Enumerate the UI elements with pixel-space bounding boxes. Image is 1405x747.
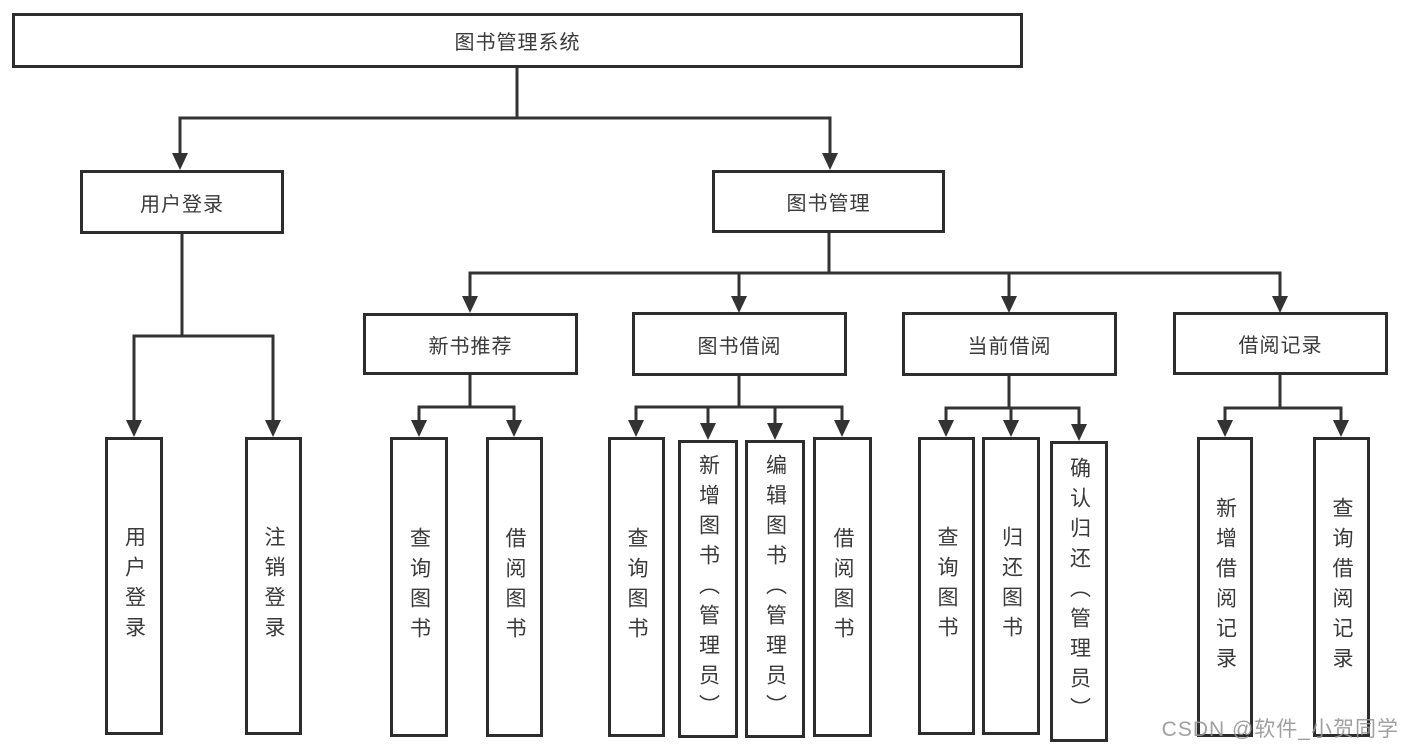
node-leaf-query-borrow-record: 查询借阅记录 <box>1313 437 1370 737</box>
connector-book-borrow-children <box>628 376 850 440</box>
node-label: 新增图书（管理员） <box>696 454 720 724</box>
node-label: 图书管理系统 <box>454 32 581 54</box>
node-label: 当前借阅 <box>967 335 1052 358</box>
connector-root-to-level2 <box>172 68 838 170</box>
node-label: 查询借阅记录 <box>1330 497 1353 677</box>
connector-new-book-rec-children <box>411 375 522 437</box>
node-label: 借阅图书 <box>503 527 526 647</box>
node-label: 用户登录 <box>140 193 224 216</box>
node-label: 图书借阅 <box>697 335 782 358</box>
node-user-login-group: 用户登录 <box>80 170 284 234</box>
node-leaf-logout: 注销登录 <box>245 437 302 735</box>
connector-book-mgmt-to-level3 <box>462 232 1288 313</box>
node-label: 新增借阅记录 <box>1213 497 1237 677</box>
node-label: 图书管理 <box>786 193 871 215</box>
node-leaf-add-books-admin: 新增图书（管理员） <box>678 440 738 738</box>
node-leaf-borrow-books-rec: 借阅图书 <box>486 437 543 737</box>
connector-current-borrow-children <box>938 376 1087 441</box>
node-label: 归还图书 <box>999 526 1023 646</box>
node-label: 查询图书 <box>625 527 648 647</box>
connector-user-login-children <box>126 233 281 437</box>
node-leaf-add-borrow-record: 新增借阅记录 <box>1197 437 1253 737</box>
node-leaf-user-login: 用户登录 <box>105 437 163 735</box>
node-label: 编辑图书（管理员） <box>763 454 787 724</box>
node-leaf-edit-books-admin: 编辑图书（管理员） <box>745 440 805 738</box>
node-label: 查询图书 <box>935 526 958 646</box>
node-leaf-return-books: 归还图书 <box>982 437 1040 735</box>
node-borrowing-records: 借阅记录 <box>1173 312 1388 375</box>
node-label: 新书推荐 <box>428 335 513 358</box>
node-book-borrowing: 图书借阅 <box>632 312 847 376</box>
node-label: 查询图书 <box>407 527 431 647</box>
node-leaf-query-books-cb: 查询图书 <box>918 437 975 735</box>
node-new-book-recommendation: 新书推荐 <box>363 313 578 375</box>
node-book-management: 图书管理 <box>712 170 945 233</box>
node-label: 借阅记录 <box>1238 335 1323 357</box>
node-current-borrowing: 当前借阅 <box>902 312 1117 376</box>
node-label: 借阅图书 <box>831 527 854 647</box>
csdn-watermark: CSDN @软件_小贺同学 <box>1161 718 1399 741</box>
node-label: 确认归还（管理员） <box>1067 456 1091 727</box>
node-leaf-borrow-books-bb: 借阅图书 <box>813 437 872 737</box>
node-leaf-confirm-return-admin: 确认归还（管理员） <box>1050 441 1108 742</box>
node-leaf-query-books-bb: 查询图书 <box>608 437 665 737</box>
node-leaf-query-books-rec: 查询图书 <box>390 437 448 737</box>
node-label: 用户登录 <box>122 526 146 646</box>
connector-borrow-records-children <box>1217 375 1349 437</box>
node-label: 注销登录 <box>262 526 285 646</box>
node-library-management-system: 图书管理系统 <box>12 13 1023 68</box>
